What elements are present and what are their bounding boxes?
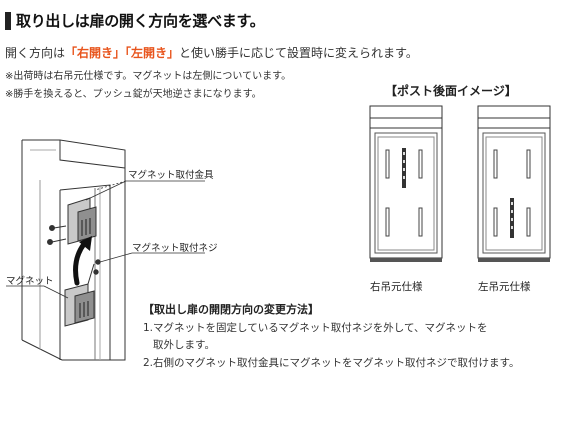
- intro-after: と使い勝手に応じて設置時に変えられます。: [179, 46, 418, 60]
- label-magnet-bracket: マグネット取付金具: [128, 170, 214, 181]
- post-rear-left-hinge: [477, 105, 551, 262]
- label-magnet-screw: マグネット取付ネジ: [132, 243, 218, 254]
- screw-icon: [47, 225, 67, 245]
- method-step-1-cont: 取外します。: [153, 339, 215, 351]
- screw-icon: [87, 259, 101, 285]
- leader-lines: [6, 180, 205, 299]
- intro-before: 開く方向は: [5, 46, 66, 60]
- mailbox-exploded-diagram: [21, 139, 126, 361]
- note-lock: ※勝手を換えると、プッシュ錠が天地逆さまになります。: [5, 89, 262, 100]
- label-right-hinge: 右吊元仕様: [370, 281, 423, 293]
- intro-highlight-left: 「左開き」: [125, 46, 180, 60]
- image-caption: 【ポスト後面イメージ】: [385, 84, 517, 98]
- intro-highlight-right: 「右開き」: [65, 46, 126, 60]
- note-shipping: ※出荷時は右吊元仕様です。マグネットは左側についています。: [5, 71, 292, 82]
- magnet-bracket-upper: [67, 197, 97, 245]
- magnet-bracket-lower: [64, 283, 95, 327]
- heading-bar: [5, 12, 11, 30]
- label-left-hinge: 左吊元仕様: [478, 281, 531, 293]
- move-arrow-icon: [73, 236, 92, 286]
- page-title: 取り出しは扉の開く方向を選べます。: [16, 12, 265, 30]
- method-title: 【取出し扉の開閉方向の変更方法】: [143, 303, 319, 316]
- intro-text: 開く方向は「右開き」「左開き」と使い勝手に応じて設置時に変えられます。: [5, 44, 418, 61]
- label-magnet: マグネット: [6, 276, 54, 287]
- method-step-1: 1.マグネットを固定しているマグネット取付ネジを外して、マグネットを: [143, 322, 488, 334]
- post-rear-right-hinge: [369, 105, 443, 262]
- method-step-2: 2.右側のマグネット取付金具にマグネットをマグネット取付ネジで取付けます。: [143, 357, 520, 369]
